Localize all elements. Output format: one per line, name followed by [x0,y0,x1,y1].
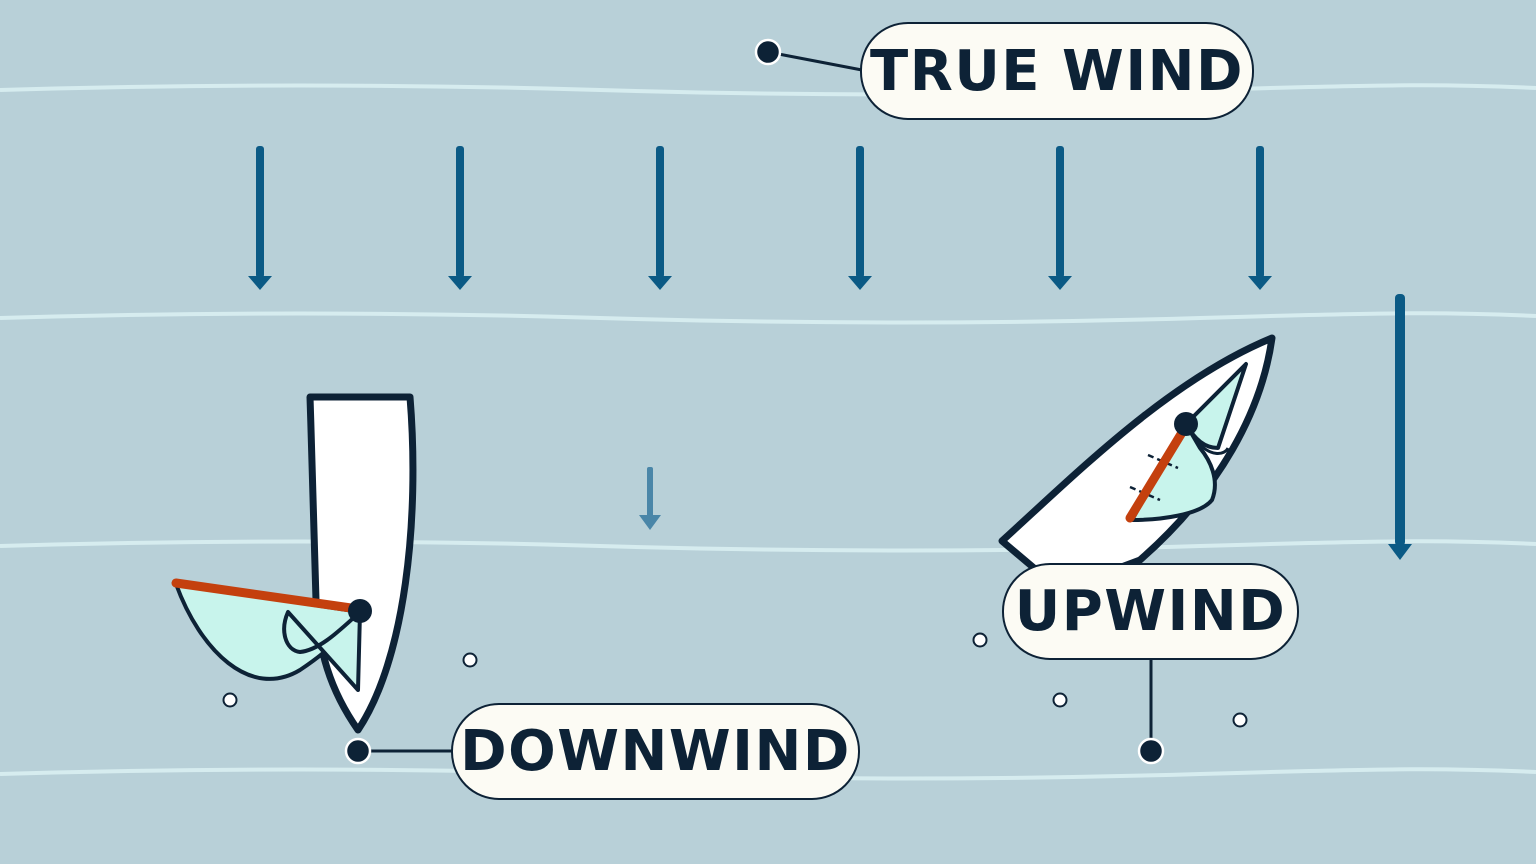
upwind-boom [1125,421,1191,523]
true-wind-arrow [248,146,272,290]
wave-line [0,539,1536,553]
true-wind-label: TRUE WIND [860,22,1254,120]
downwind-boat [171,393,417,734]
wave-line [0,83,1536,97]
bubble [972,632,988,648]
wave-line [0,311,1536,325]
true-wind-arrow [648,146,672,290]
bubble [1052,692,1068,708]
downwind-apparent-wind-arrow [639,467,661,530]
bubble [462,652,478,668]
upwind-label: UPWIND [1002,563,1299,660]
upwind-jib-foot [1194,439,1230,455]
true-wind-arrow [1048,146,1072,290]
leader-dot [754,38,782,66]
true-wind-arrow [848,146,872,290]
bubble [222,692,238,708]
true-wind-arrows [248,146,1412,560]
upwind-boat [998,334,1276,594]
true-wind-leader-line [767,50,863,72]
upwind-telltales [1129,453,1179,502]
leader-dot [344,737,372,765]
downwind-jib [282,610,362,692]
upwind-apparent-wind-arrow [1388,294,1412,560]
upwind-mast [1174,412,1198,436]
bubble [1232,712,1248,728]
leader-dot [1137,737,1165,765]
downwind-label: DOWNWIND [451,703,860,800]
bubbles [222,632,1248,728]
true-wind-arrow [448,146,472,290]
downwind-mast [348,599,372,623]
true-wind-arrow [1248,146,1272,290]
downwind-boom [171,578,363,614]
